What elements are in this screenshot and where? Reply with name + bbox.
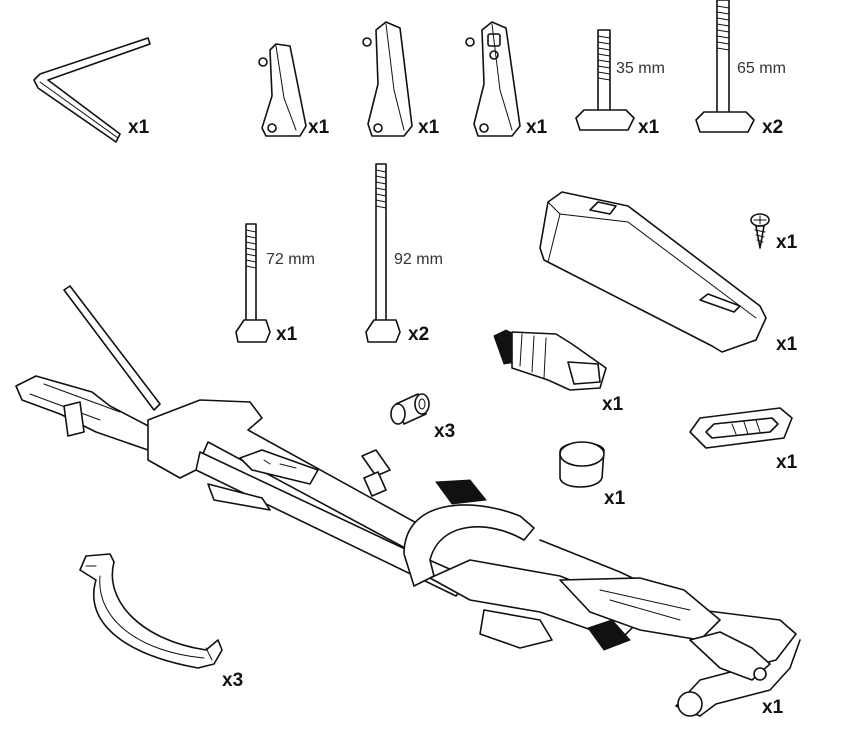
- strap-end-c: x1: [465, 21, 548, 138]
- wheel-tray-block-qty: x1: [776, 334, 798, 355]
- allen-key: x1: [33, 37, 151, 143]
- spacer-sleeve-qty: x3: [434, 421, 455, 442]
- wheel-clamp-arc-qty: x3: [222, 670, 243, 691]
- lock-cylinder-qty: x1: [602, 394, 624, 415]
- tbolt-35mm-length: 35 mm: [616, 60, 665, 77]
- strap-end-b-qty: x1: [418, 117, 440, 138]
- bike-rack-qty: x1: [762, 697, 784, 718]
- strap-end-c-qty: x1: [526, 117, 548, 138]
- bolt-72mm: 72 mm x1: [235, 223, 315, 345]
- allen-key-qty: x1: [128, 117, 150, 138]
- strap-end-a: x1: [258, 43, 330, 138]
- bolt-92mm-qty: x2: [408, 324, 429, 345]
- end-cap: x1: [559, 441, 626, 509]
- screw: x1: [750, 213, 798, 253]
- tbolt-35mm-qty: x1: [638, 117, 660, 138]
- tbolt-65mm-length: 65 mm: [737, 60, 786, 77]
- tbolt-65mm-qty: x2: [762, 117, 783, 138]
- strap-end-b: x1: [362, 21, 440, 138]
- tbolt-65mm: 65 mm x2: [695, 0, 786, 138]
- strap-loop-qty: x1: [776, 452, 798, 473]
- bolt-92mm-length: 92 mm: [394, 251, 443, 268]
- wheel-clamp-arc: x3: [79, 553, 243, 691]
- wheel-tray-block: x1: [539, 191, 798, 355]
- strap-loop: x1: [689, 407, 798, 473]
- spacer-sleeve: x3: [390, 393, 455, 442]
- end-cap-qty: x1: [604, 488, 626, 509]
- lock-cylinder: x1: [493, 329, 624, 415]
- tbolt-35mm: 35 mm x1: [575, 29, 665, 138]
- screw-qty: x1: [776, 232, 798, 253]
- bike-rack-assembly: x1: [15, 285, 801, 718]
- bolt-72mm-length: 72 mm: [266, 251, 315, 268]
- bolt-92mm: 92 mm x2: [365, 163, 443, 345]
- strap-end-a-qty: x1: [308, 117, 330, 138]
- bolt-72mm-qty: x1: [276, 324, 298, 345]
